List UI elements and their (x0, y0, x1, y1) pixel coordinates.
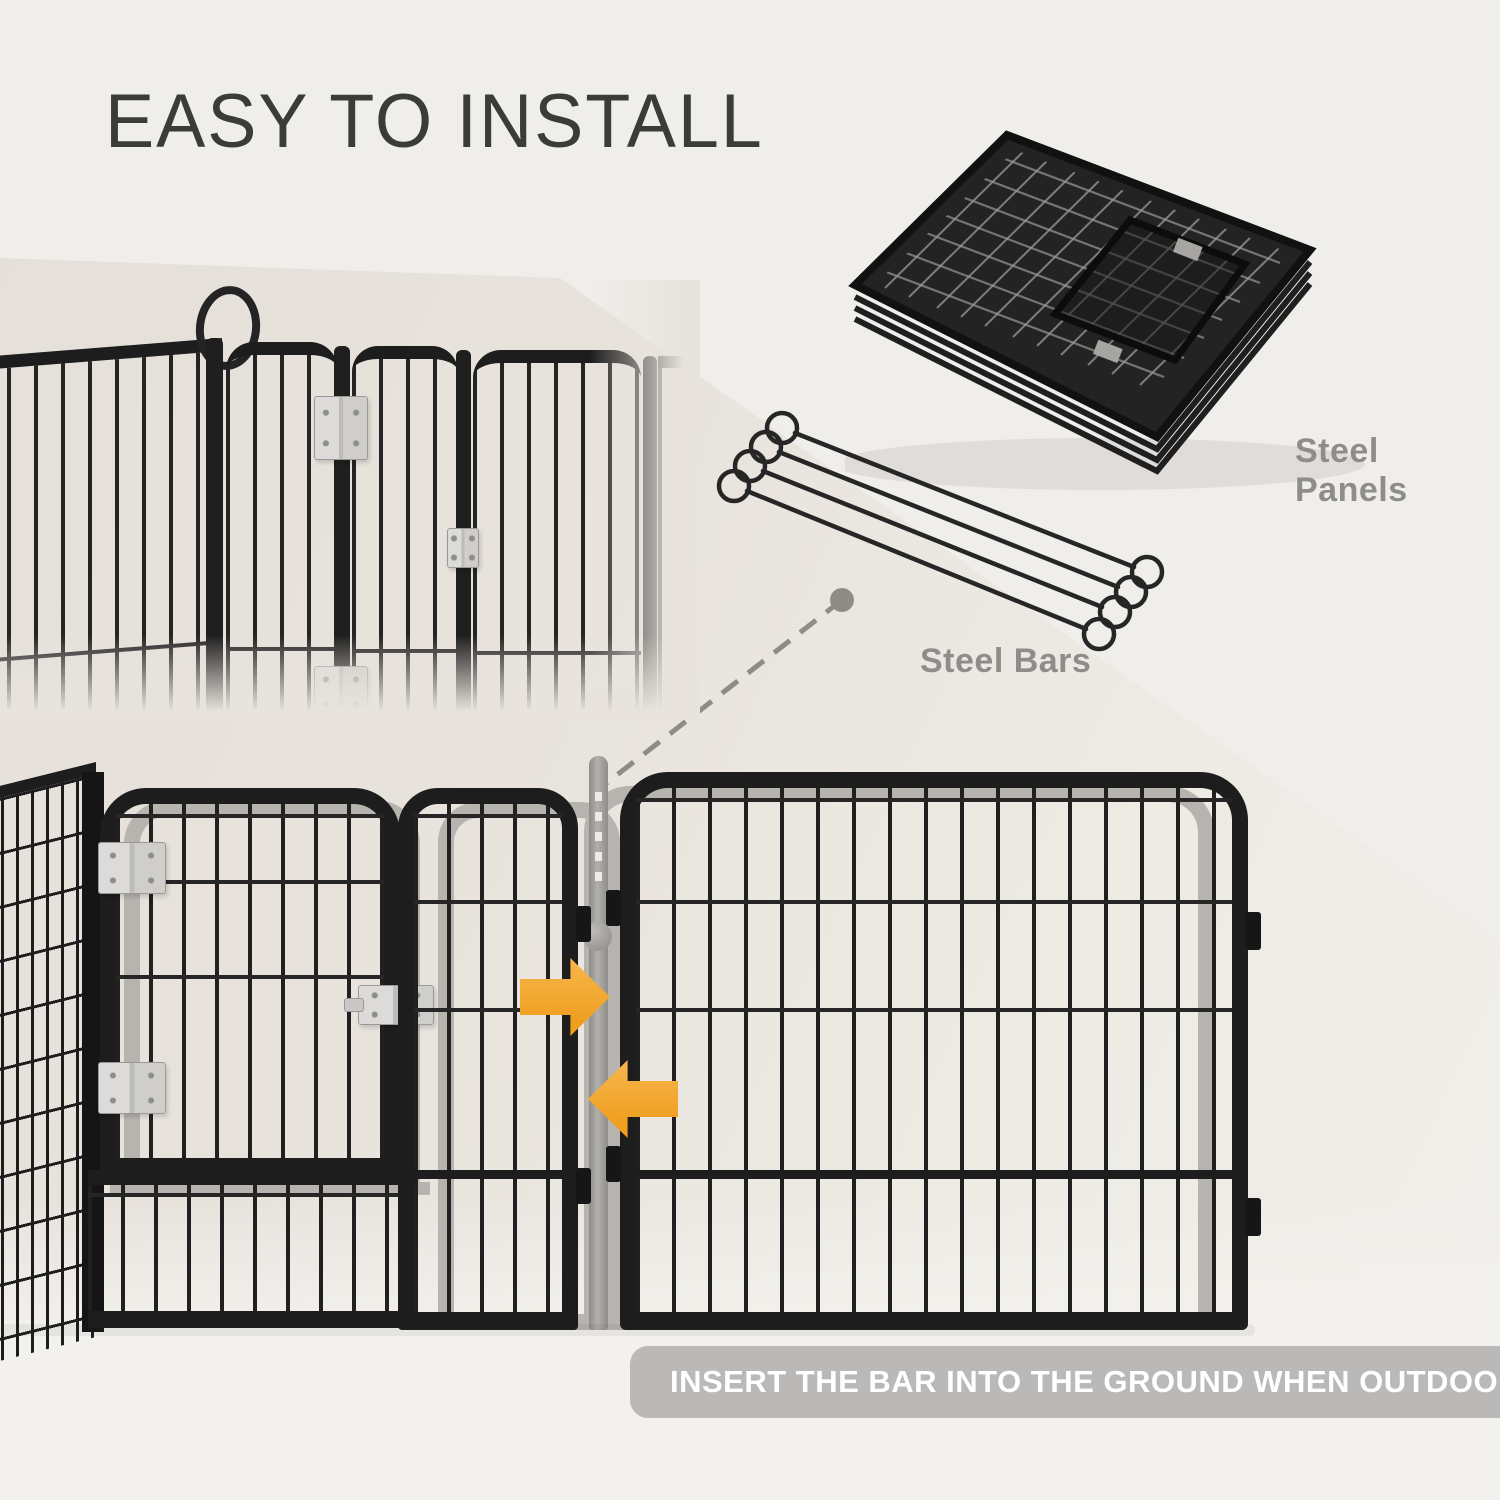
steel-bars-label: Steel Bars (920, 642, 1092, 680)
hinge (98, 1062, 166, 1114)
connector-dot (830, 588, 854, 612)
hinge (314, 396, 368, 460)
panel-rail (414, 1170, 562, 1179)
right-panel (620, 772, 1248, 1330)
latch-pin (344, 998, 364, 1012)
bar-insert-dashes (595, 792, 602, 888)
steel-panels-stack-illustration (845, 130, 1365, 490)
floor-shadow (0, 1324, 1255, 1336)
panel-wire (414, 1008, 562, 1012)
panel-wire (88, 1193, 402, 1197)
panel-wire (636, 900, 1232, 904)
fence-top-photo (0, 280, 700, 720)
narrow-panel (398, 788, 578, 1330)
connector-tab (576, 906, 591, 942)
instruction-banner-text: INSERT THE BAR INTO THE GROUND WHEN OUTD… (670, 1364, 1500, 1399)
instruction-banner: INSERT THE BAR INTO THE GROUND WHEN OUTD… (630, 1346, 1500, 1418)
dashed-connector-line (602, 588, 854, 787)
inserted-steel-bar (589, 756, 608, 1330)
panel-wire (636, 798, 1232, 802)
panel-wire (636, 1008, 1232, 1012)
photo-fade (0, 635, 700, 720)
door-panel (100, 788, 400, 1180)
panel-wire (116, 880, 384, 884)
panel-wire (414, 900, 562, 904)
latch (447, 528, 479, 568)
panel-wire (116, 975, 384, 979)
steel-bars-illustration (716, 410, 1165, 652)
connector-tab (576, 1168, 591, 1204)
panel-rail (636, 1170, 1232, 1179)
connector-tab (606, 1146, 621, 1182)
panel-wire (116, 814, 384, 818)
page-title: EASY TO INSTALL (105, 79, 764, 164)
connector-tab (1246, 912, 1261, 950)
fence-assembly-photo (0, 740, 1500, 1372)
hinge (98, 842, 166, 894)
connector-tab (1246, 1198, 1261, 1236)
panel-joint-bar (206, 338, 223, 720)
panel-wire (414, 814, 562, 818)
door-lower-section (88, 1170, 402, 1328)
steel-panels-label: Steel Panels (1295, 432, 1408, 509)
connector-tab (606, 890, 621, 926)
